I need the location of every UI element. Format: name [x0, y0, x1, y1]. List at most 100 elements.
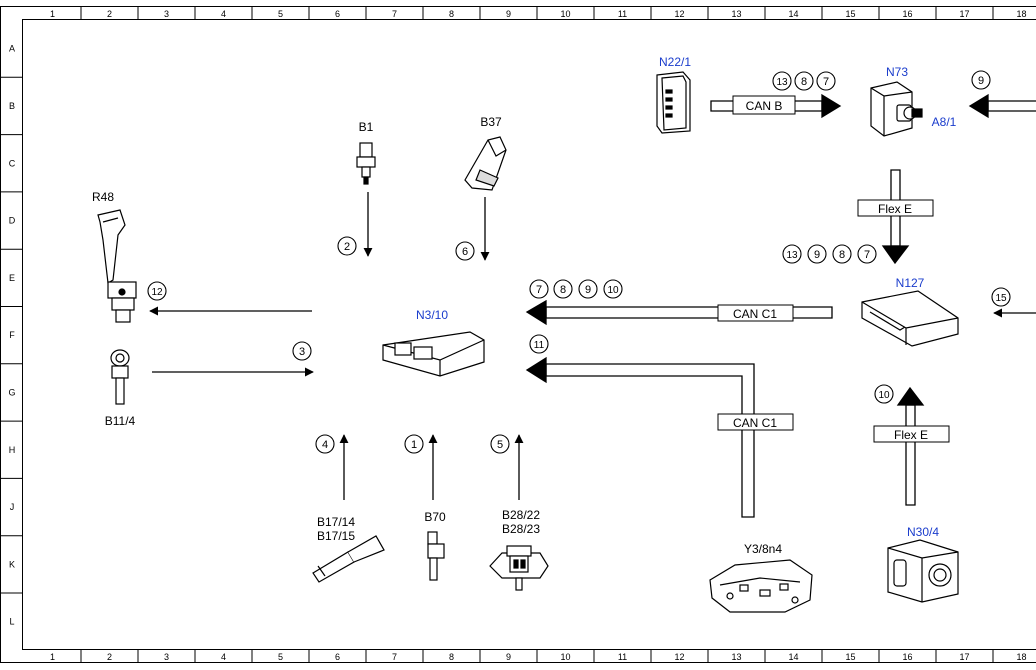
row-label: A — [9, 44, 15, 54]
column-label-bottom: 5 — [278, 652, 283, 662]
column-label-bottom: 7 — [392, 652, 397, 662]
svg-text:13: 13 — [786, 250, 798, 261]
svg-text:10: 10 — [607, 285, 619, 296]
column-label-bottom: 8 — [449, 652, 454, 662]
column-label-top: 9 — [506, 9, 511, 19]
label-b1: B1 — [359, 120, 374, 134]
label-b28-23: B28/23 — [502, 522, 540, 536]
signal-marker-15: 15 — [991, 287, 1011, 307]
svg-text:1: 1 — [411, 439, 417, 451]
column-label-bottom: 16 — [902, 652, 912, 662]
column-label-top: 4 — [221, 9, 226, 19]
column-label-top: 3 — [164, 9, 169, 19]
can-c1-bus-lower — [545, 363, 755, 518]
svg-text:8: 8 — [560, 284, 566, 296]
row-label: L — [9, 617, 14, 627]
row-label: C — [9, 158, 16, 168]
row-label: E — [9, 273, 15, 283]
label-n73: N73 — [886, 65, 908, 79]
signal-marker-9: 9 — [807, 244, 827, 264]
signal-marker-9: 9 — [971, 70, 991, 90]
svg-text:9: 9 — [585, 284, 591, 296]
column-label-bottom: 14 — [788, 652, 798, 662]
svg-text:15: 15 — [995, 293, 1007, 304]
row-label: J — [10, 502, 15, 512]
signal-marker-10: 10 — [603, 279, 623, 299]
column-label-bottom: 3 — [164, 652, 169, 662]
n127-powertrain-control-icon — [861, 290, 959, 347]
n30-4-esp-module-icon — [887, 539, 959, 603]
b11-4-temperature-sensor-icon — [110, 349, 130, 405]
flex-e-bus-lower — [905, 404, 916, 506]
can-c1-label-lower: CAN C1 — [733, 416, 777, 430]
label-b37: B37 — [480, 115, 502, 129]
bus-labels: CAN B Flex E CAN C1 CAN C1 Flex E — [717, 95, 950, 443]
signal-marker-7: 7 — [816, 71, 836, 91]
signal-marker-5: 5 — [490, 434, 510, 454]
signal-lines — [149, 192, 1036, 500]
column-label-bottom: 11 — [618, 652, 627, 662]
row-label: K — [9, 559, 15, 569]
y3-8n4-transmission-control-icon — [709, 559, 813, 613]
column-label-bottom: 6 — [335, 652, 340, 662]
column-label-bottom: 12 — [674, 652, 684, 662]
column-label-top: 16 — [902, 9, 912, 19]
signal-marker-8: 8 — [553, 279, 573, 299]
column-label-bottom: 2 — [107, 652, 112, 662]
column-label-bottom: 10 — [560, 652, 570, 662]
svg-text:8: 8 — [839, 249, 845, 261]
column-label-bottom: 15 — [845, 652, 855, 662]
outer-frame — [0, 6, 1036, 663]
svg-text:8: 8 — [801, 76, 807, 88]
column-label-top: 14 — [788, 9, 798, 19]
svg-text:10: 10 — [878, 390, 890, 401]
svg-text:12: 12 — [151, 287, 163, 298]
label-n22-1: N22/1 — [659, 55, 691, 69]
b70-crankshaft-sensor-icon — [427, 531, 445, 581]
a8-1-bus — [987, 100, 1036, 112]
label-y3-8n4: Y3/8n4 — [744, 542, 782, 556]
column-label-top: 11 — [618, 9, 627, 19]
label-b17-15: B17/15 — [317, 529, 355, 543]
can-b-label: CAN B — [746, 99, 783, 113]
signal-marker-6: 6 — [455, 241, 475, 261]
row-label: G — [8, 387, 15, 397]
label-n30-4: N30/4 — [907, 525, 939, 539]
b28-pressure-sensor-icon — [489, 545, 549, 591]
label-b11-4: B11/4 — [105, 414, 136, 428]
column-label-top: 13 — [731, 9, 741, 19]
column-label-top: 8 — [449, 9, 454, 19]
signal-marker-7: 7 — [529, 279, 549, 299]
column-label-top: 5 — [278, 9, 283, 19]
grid-ticks — [1, 7, 994, 662]
label-n127: N127 — [896, 276, 925, 290]
svg-text:3: 3 — [299, 346, 305, 358]
b1-temperature-sensor-icon — [356, 142, 376, 185]
row-label: D — [9, 216, 16, 226]
signal-marker-4: 4 — [315, 434, 335, 454]
column-label-top: 10 — [560, 9, 570, 19]
column-label-top: 2 — [107, 9, 112, 19]
b17-temperature-sensor-icon — [312, 535, 385, 583]
n3-10-engine-ecu-icon — [382, 331, 485, 377]
signal-marker-7: 7 — [857, 244, 877, 264]
row-label: B — [9, 101, 15, 111]
svg-text:9: 9 — [978, 75, 984, 87]
signal-marker-12: 12 — [147, 281, 167, 301]
label-a8-1: A8/1 — [932, 115, 957, 129]
svg-text:13: 13 — [776, 77, 788, 88]
signal-marker-8: 8 — [832, 244, 852, 264]
label-r48: R48 — [92, 190, 114, 204]
label-b70: B70 — [424, 510, 446, 524]
signal-marker-1: 1 — [404, 434, 424, 454]
label-b28-22: B28/22 — [502, 508, 540, 522]
signal-marker-10: 10 — [874, 384, 894, 404]
column-label-top: 18 — [1016, 9, 1026, 19]
column-label-bottom: 13 — [731, 652, 741, 662]
svg-text:9: 9 — [814, 249, 820, 261]
